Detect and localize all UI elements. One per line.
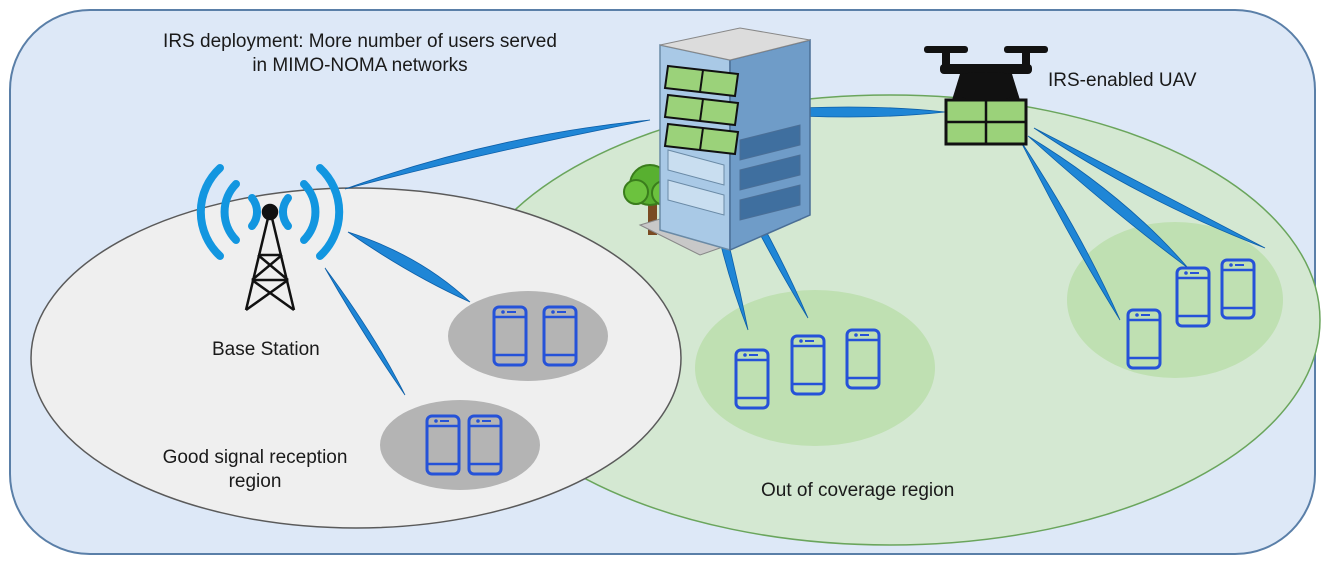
diagram-title: IRS deployment: More number of users ser… (110, 30, 610, 78)
beam-bs-to-building (344, 119, 651, 190)
wifi-waves-icon (196, 164, 344, 260)
good-region-line-2: region (228, 471, 282, 492)
beam-uav-to-users-1 (1019, 139, 1121, 321)
base-station-tower-icon (244, 203, 296, 312)
base-station-label: Base Station (212, 339, 320, 360)
beam-uav-to-users-3 (1033, 127, 1266, 249)
user-cluster-green-middle (695, 290, 935, 446)
user-cluster-green-right (1067, 222, 1283, 378)
good-region-line-1: Good signal reception (162, 447, 348, 468)
user-cluster-grey-upper (448, 291, 608, 381)
uav-drone-icon (924, 46, 1048, 146)
title-line-2: in MIMO-NOMA networks (252, 55, 468, 76)
good-region-label: Good signal reception region (130, 446, 380, 494)
beam-bs-to-lower-users (324, 267, 406, 396)
uav-label: IRS-enabled UAV (1048, 70, 1197, 91)
irs-panel-icon (663, 64, 740, 156)
title-line-1: IRS deployment: More number of users ser… (163, 31, 557, 52)
out-of-coverage-label: Out of coverage region (761, 480, 955, 501)
beam-bs-to-upper-users (347, 231, 471, 303)
